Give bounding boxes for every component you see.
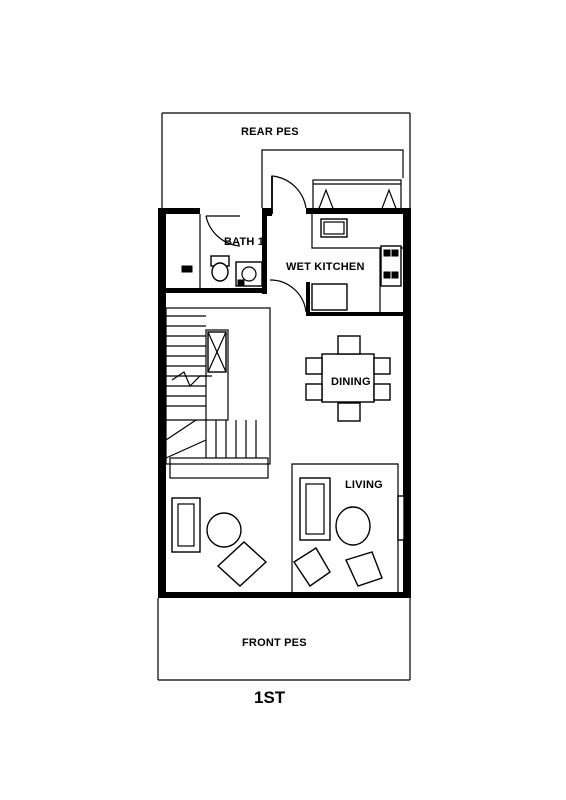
bath-room [181, 214, 263, 288]
rear-pes-structures [261, 149, 404, 214]
dining-set [305, 335, 391, 422]
living-area [171, 463, 405, 592]
front-pes-label: FRONT PES [242, 637, 307, 649]
staircase [165, 307, 271, 479]
living-label: LIVING [345, 479, 383, 491]
dining-label: DINING [331, 376, 371, 388]
floor-level-label: 1ST [254, 688, 286, 707]
wet-kitchen [269, 214, 403, 313]
rear-pes-label: REAR PES [241, 126, 299, 138]
bath-label: BATH 1 [224, 236, 264, 248]
main-walls [158, 208, 411, 598]
outer-boundary [157, 112, 411, 681]
wet-kitchen-label: WET KITCHEN [286, 261, 365, 273]
